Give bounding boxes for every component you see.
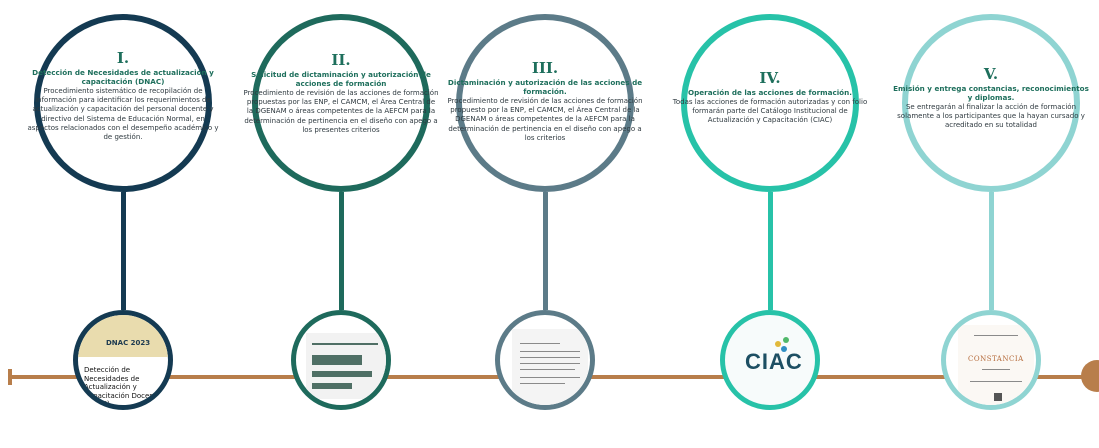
step-1-circle <box>34 14 212 192</box>
step-2-connector <box>339 192 344 310</box>
step-5-description: Se entregarán al finalizar la acción de … <box>897 103 1085 130</box>
step-3-description: Procedimiento de revisión de las accione… <box>447 97 643 142</box>
dnac-badge: DNAC 2023 <box>106 339 151 347</box>
ciac-logo: CIAC <box>745 349 803 374</box>
step-1-description: Procedimiento sistemático de recopilació… <box>27 87 219 142</box>
certificate-title: CONSTANCIA <box>968 355 1024 363</box>
step-4-description: Todas las acciones de formación autoriza… <box>672 98 868 125</box>
text-line <box>520 357 580 358</box>
form-row <box>312 343 378 345</box>
logo-dot <box>775 341 781 347</box>
step-3-circle <box>456 14 634 192</box>
step-3-heading: Dictaminación y autorización de las acci… <box>447 78 643 96</box>
step-4-connector <box>768 192 773 310</box>
step-1-content: I. Detección de Necesidades de actualiza… <box>25 50 221 142</box>
step-4-number: IV. <box>759 69 781 87</box>
letter-document-image <box>512 329 588 405</box>
step-1-thumbnail-label: Detección de Necesidades de Actualizació… <box>84 366 161 408</box>
step-5-thumbnail: CONSTANCIA <box>941 310 1041 410</box>
text-line <box>520 343 560 344</box>
step-5-number: V. <box>983 65 999 83</box>
text-line <box>970 381 1022 382</box>
text-line <box>520 383 565 384</box>
step-2-circle <box>252 14 430 192</box>
timeline-end-dot <box>1081 360 1099 392</box>
step-4-thumbnail: CIAC <box>720 310 820 410</box>
text-line <box>974 335 1018 336</box>
timeline-start-cap <box>8 369 12 385</box>
step-2-description: Procedimiento de revisión de las accione… <box>243 89 439 134</box>
step-3-number: III. <box>531 59 559 77</box>
step-4-heading: Operación de las acciones de formación. <box>688 88 852 97</box>
text-line <box>520 369 575 370</box>
step-5-circle <box>902 14 1080 192</box>
step-3-connector <box>543 192 548 310</box>
step-2-number: II. <box>331 51 351 69</box>
step-5-heading: Emisión y entrega constancias, reconocim… <box>893 84 1089 102</box>
step-1-thumbnail: DNAC 2023 Detección de Necesidades de Ac… <box>73 310 173 410</box>
text-line <box>982 369 1010 370</box>
step-4-circle <box>681 14 859 192</box>
step-5-connector <box>989 192 994 310</box>
dnac-cover-image <box>78 315 168 357</box>
qr-code-icon <box>994 393 1002 401</box>
step-1-heading: Detección de Necesidades de actualizació… <box>32 68 214 86</box>
logo-dot <box>781 346 787 352</box>
form-row <box>312 383 352 389</box>
step-4-content: IV. Operación de las acciones de formaci… <box>672 70 868 126</box>
step-3-thumbnail <box>495 310 595 410</box>
step-3-content: III. Dictaminación y autorización de las… <box>447 60 643 143</box>
text-line <box>520 377 580 378</box>
step-2-content: II. Solicitud de dictaminación y autoriz… <box>243 52 439 135</box>
step-1-number: I. <box>116 49 130 67</box>
logo-dot <box>783 337 789 343</box>
form-row <box>312 371 372 377</box>
step-5-content: V. Emisión y entrega constancias, recono… <box>893 66 1089 131</box>
certificate-image <box>958 325 1034 405</box>
step-1-connector <box>121 192 126 310</box>
step-2-thumbnail <box>291 310 391 410</box>
text-line <box>520 363 580 364</box>
form-row <box>312 355 362 365</box>
text-line <box>520 351 580 352</box>
step-2-heading: Solicitud de dictaminación y autorizació… <box>251 70 431 88</box>
